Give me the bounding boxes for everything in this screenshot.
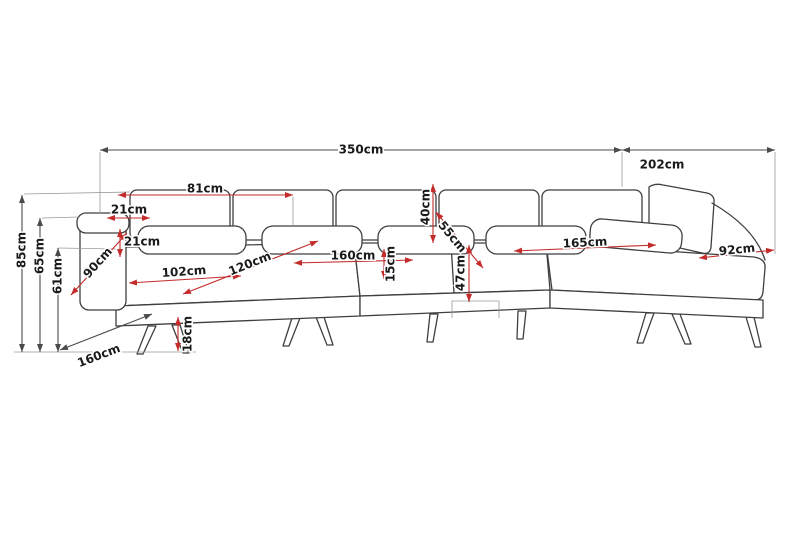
- dimension-line-90: [70, 232, 128, 296]
- extension-line: [23, 191, 131, 195]
- sofa-leg: [516, 310, 527, 340]
- extension-bracket: [451, 300, 500, 318]
- extension-lines: [14, 152, 776, 353]
- dimension-label-65: 65cm: [33, 238, 47, 274]
- dimension-label-160-bottom: 160cm: [75, 341, 122, 370]
- dimension-label-47: 47cm: [454, 255, 468, 291]
- dimension-label-102: 102cm: [161, 263, 207, 280]
- dimension-labels: 350cm 202cm 81cm 21cm 21cm 85cm 65cm 61c…: [13, 141, 757, 372]
- inner-dimension-lines: [70, 184, 775, 351]
- dimension-label-18: 18cm: [181, 316, 195, 352]
- dimension-label-92: 92cm: [718, 241, 756, 259]
- sofa-leg: [426, 313, 439, 343]
- dimension-line-160-mid: [293, 257, 414, 266]
- outer-dimension-lines: [19, 147, 775, 352]
- dimension-label-81: 81cm: [187, 182, 223, 196]
- sofa-leg: [745, 316, 762, 348]
- dimension-line-160-bottom: [59, 313, 153, 351]
- dimension-label-15: 15cm: [384, 246, 398, 282]
- sofa-leg: [636, 312, 655, 344]
- dimension-label-202: 202cm: [640, 158, 685, 172]
- sofa-leg: [282, 317, 301, 347]
- dimension-line-165: [513, 242, 657, 254]
- dimension-label-165: 165cm: [562, 234, 607, 250]
- sofa-leg: [315, 316, 334, 346]
- dimension-label-40: 40cm: [419, 189, 433, 225]
- dimension-label-160-mid: 160cm: [331, 249, 376, 263]
- sofa-leg: [671, 313, 692, 345]
- dimension-label-21b: 21cm: [124, 235, 160, 249]
- dimension-line-55: [435, 211, 484, 269]
- dimension-label-85: 85cm: [15, 232, 29, 268]
- sofa-leg: [136, 325, 157, 355]
- dimension-label-61: 61cm: [51, 258, 65, 294]
- dimension-label-21a: 21cm: [111, 203, 147, 217]
- dimension-line-120: [182, 240, 319, 295]
- dimension-line-92: [698, 247, 775, 261]
- right-base: [549, 289, 764, 319]
- extension-line: [41, 216, 80, 219]
- dimension-label-350: 350cm: [339, 143, 384, 157]
